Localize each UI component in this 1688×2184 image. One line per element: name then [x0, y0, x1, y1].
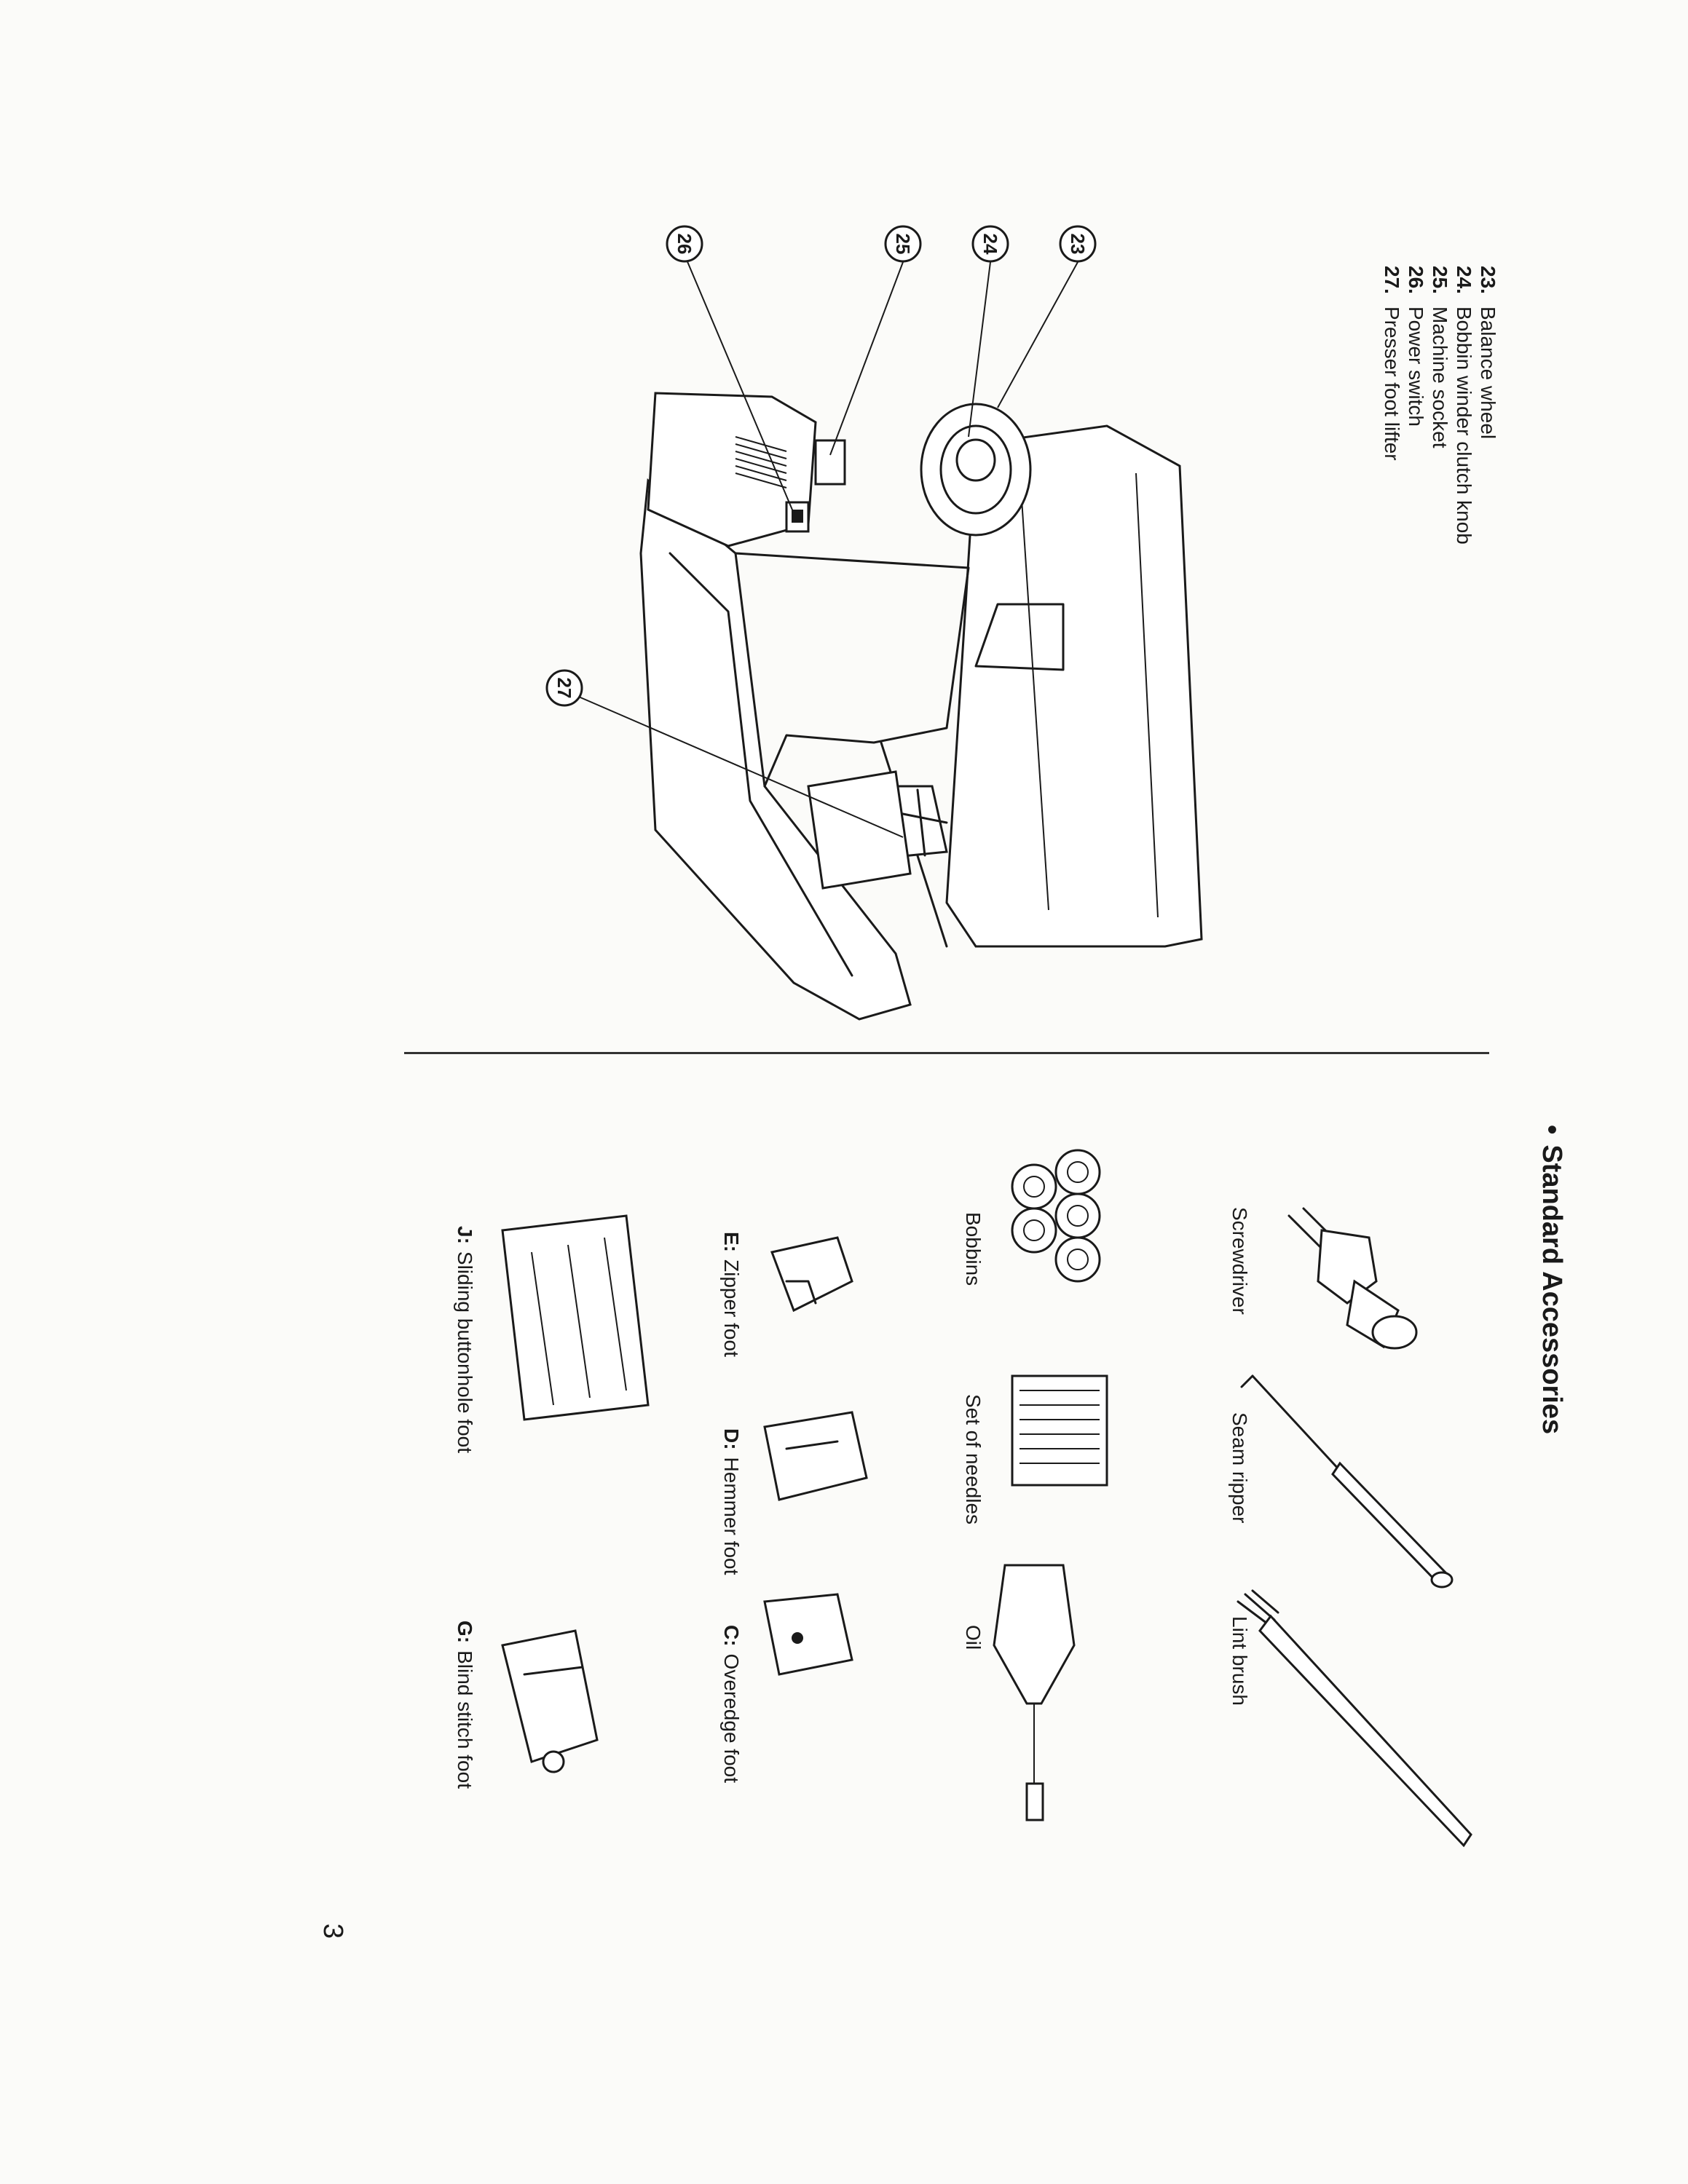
vent-grille — [735, 436, 787, 488]
bobbins-icon — [1011, 1149, 1101, 1283]
lint-brush-icon — [1237, 1589, 1472, 1848]
page-number: 3 — [318, 1923, 348, 1939]
label-hemmer-foot: D:Hemmer foot — [720, 1428, 743, 1575]
label-blind-stitch-foot: G:Blind stitch foot — [454, 1621, 476, 1789]
screwdriver-icon — [1287, 1207, 1418, 1350]
svg-text:26: 26 — [674, 234, 695, 255]
seam-ripper-icon — [1240, 1374, 1454, 1588]
label-zipper-foot: E:Zipper foot — [720, 1232, 743, 1357]
label-buttonhole-foot: J:Sliding buttonhole foot — [454, 1226, 476, 1454]
machine-socket — [814, 439, 846, 486]
overedge-foot-icon — [763, 1593, 853, 1676]
zipper-foot-icon — [770, 1236, 853, 1313]
label-overedge-foot: C:Overedge foot — [720, 1625, 743, 1783]
machine-head — [945, 424, 1203, 948]
presser-foot-plate — [807, 770, 912, 890]
callout-25: 25 — [884, 225, 922, 263]
label-lint-brush: Lint brush — [1228, 1616, 1251, 1706]
needles-icon — [1011, 1374, 1108, 1487]
balance-wheel — [920, 403, 1032, 537]
sewing-machine-illustration: 23 24 25 26 27 — [545, 225, 1203, 1021]
svg-text:23: 23 — [1067, 234, 1089, 255]
svg-text:25: 25 — [892, 234, 914, 255]
machine-bed — [639, 478, 912, 1021]
label-screwdriver: Screwdriver — [1228, 1207, 1251, 1315]
callout-27: 27 — [545, 669, 583, 707]
label-oil: Oil — [962, 1625, 985, 1650]
svg-text:24: 24 — [979, 234, 1001, 255]
label-seam-ripper: Seam ripper — [1228, 1412, 1251, 1524]
section-divider — [404, 1052, 1489, 1054]
callout-24: 24 — [971, 225, 1009, 263]
thread-guide — [974, 603, 1065, 671]
label-bobbins: Bobbins — [962, 1212, 985, 1286]
buttonhole-foot-icon — [501, 1214, 650, 1421]
callout-23: 23 — [1059, 225, 1097, 263]
label-needles: Set of needles — [962, 1394, 985, 1525]
blind-stitch-foot-icon — [501, 1629, 599, 1773]
svg-text:27: 27 — [553, 678, 575, 699]
hemmer-foot-icon — [763, 1411, 868, 1501]
oil-bottle-icon — [993, 1564, 1076, 1821]
callout-26: 26 — [666, 225, 703, 263]
